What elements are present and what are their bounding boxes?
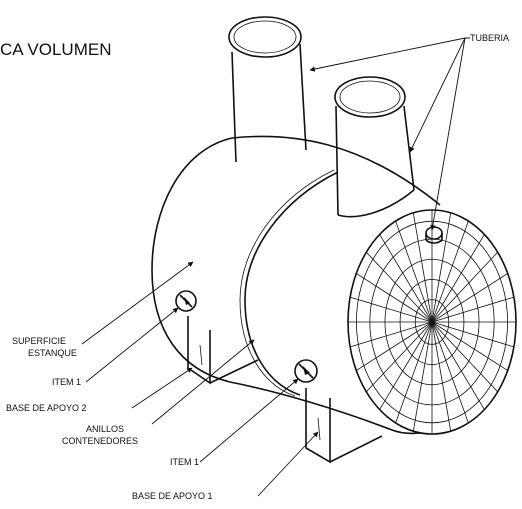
tank-left-end [151,137,233,383]
pipe-2-base [337,189,415,218]
nozzle-top [425,226,443,240]
base-2-shade [199,344,203,366]
gauge-right-pointer [303,366,310,375]
mesh-spoke [431,321,469,424]
base-1-bottom [329,435,383,463]
mesh-spoke [379,234,433,323]
label-anillos-line2: CONTENEDORES [62,436,138,446]
leader-lines [81,37,470,497]
leader-item-1-left [85,307,179,383]
mesh-spoke [395,321,433,424]
top-nozzle [425,226,443,244]
tank-body [151,135,441,431]
leader-tuberia-pipe-2 [409,37,466,153]
pipe-2 [334,76,415,218]
pipe-2-top-inner [339,80,401,114]
mesh-spoke [431,321,485,410]
pipe-1-right-wall [299,43,307,151]
base-1-shade [317,417,321,441]
label-base-apoyo-2: BASE DE APOYO 2 [6,403,87,413]
pipe-1-top-outer [228,16,302,58]
tank-bottom-edge [391,429,421,435]
label-superficie-line2: ESTANQUE [28,348,77,358]
mesh-spoke [412,212,433,323]
base-1-left-leg [305,388,331,464]
mesh-spoke [395,220,433,323]
item-1-gauge-right [294,359,318,383]
base-2-bottom [209,359,259,384]
mesh-spoke [431,234,485,323]
diagram-title: CA VOLUMEN [0,40,111,59]
mesh-spoke [431,220,469,323]
leader-tuberia-nozzle [430,37,466,231]
nozzle-body [425,233,443,244]
base-2-left-leg [187,316,211,385]
mesh-spoke [366,321,433,393]
pipe-2-right-wall [403,105,415,191]
pipe-2-left-wall [335,105,339,216]
mesh-spoke [431,212,452,323]
mesh-spoke [431,273,508,323]
front-end-mesh [347,209,517,435]
mesh-spokes [348,210,516,434]
pipe-1-left-wall [231,51,237,163]
item-1-gauge-left [175,290,197,312]
anillos-contenedores-ring-inner [239,169,335,397]
base-de-apoyo-2 [187,316,259,385]
leader-superficie [81,261,194,345]
pipe-1-top-inner [233,20,297,54]
mesh-spoke [356,273,433,323]
tank-bottom-line [229,381,393,431]
anillos-contenedores-ring [244,171,339,396]
mesh-spoke [349,321,433,348]
leader-base-2 [131,367,193,409]
label-item-1-right: ITEM 1 [170,457,199,467]
leader-anillos [151,339,255,425]
label-anillos-line1: ANILLOS [86,424,124,434]
label-item-1-left: ITEM 1 [52,377,81,387]
mesh-spoke [349,296,433,323]
leader-tuberia-pipe-1 [309,37,470,72]
leader-item-1-right [199,378,299,463]
mesh-spoke [356,321,433,371]
mesh-spoke [366,251,433,323]
mesh-spoke [431,321,452,432]
gauge-right-circle [294,359,318,383]
mesh-spoke [431,321,498,393]
tank-top-line [231,135,441,206]
mesh-hub [429,319,435,325]
gauge-left-pointer [184,297,190,305]
mesh-spoke [431,296,515,323]
label-superficie-line1: SUPERFICIE [12,336,66,346]
gauge-left-circle [175,290,197,312]
mesh-spoke [431,321,508,371]
label-base-apoyo-1: BASE DE APOYO 1 [132,491,213,501]
mesh-spoke [379,321,433,410]
label-tuberia: TUBERIA [470,33,509,43]
mesh-spoke [431,251,498,323]
pipe-2-top-outer [334,76,406,118]
pipe-1 [228,16,307,163]
mesh-spoke [412,321,433,432]
leader-base-1 [257,431,319,497]
mesh-spoke [431,321,515,348]
base-de-apoyo-1 [305,388,383,464]
